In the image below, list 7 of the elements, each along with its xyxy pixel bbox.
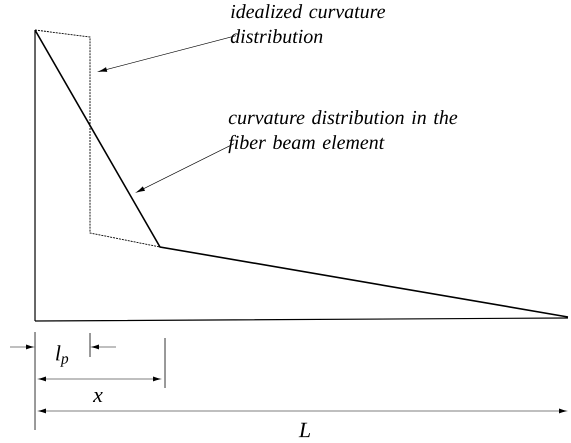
dimension-label: L: [298, 422, 310, 438]
leader-line: [98, 35, 236, 72]
dimension-label: l$_{p}$: [56, 345, 68, 367]
callout-text: idealized curvature distribution: [230, 4, 386, 44]
leader-line: [136, 143, 234, 192]
dimension-label: x: [92, 392, 103, 402]
callout-text: curvature distribution in the fiber beam element: [228, 110, 458, 154]
